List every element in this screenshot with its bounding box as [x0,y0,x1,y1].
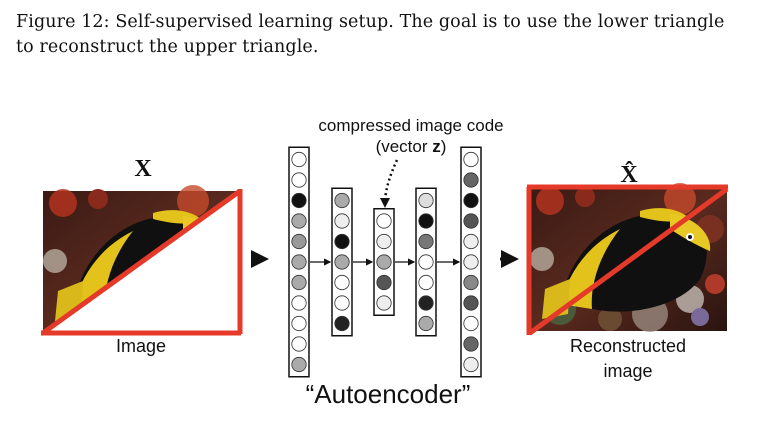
layer-2-node-3 [334,233,350,250]
network-caption: “Autoencoder” [306,379,471,409]
layer-5-node-3 [463,192,479,209]
layer-3-node-1 [376,213,392,229]
layer-1-node-10 [291,336,307,352]
layer-4-node-4 [418,254,434,270]
figure-caption: Figure 12: Self-supervised learning setu… [16,10,756,60]
layer-5-node-8 [463,295,479,311]
layer-3-node-3 [376,254,392,270]
layer-4-node-2 [418,213,434,229]
output-diagonal-line [528,186,729,336]
input-caption: Image [116,336,166,356]
layer-1-node-6 [291,254,307,270]
layer-1-node-7 [291,274,307,291]
layer-5-node-9 [463,315,479,332]
layer-5-node-5 [463,233,479,250]
layer-3-node-2 [376,233,392,250]
layer-1-node-5 [291,233,307,250]
layer-5-node-2 [463,172,479,188]
layer-2-node-4 [334,254,350,270]
layer-4-node-3 [418,233,434,250]
layer-5-node-6 [463,254,479,270]
layer-4-node-6 [418,295,434,311]
output-caption-line-1: Reconstructed [570,336,686,356]
layer-1-node-9 [291,315,307,332]
code-pointer-arrowhead [380,198,390,208]
layer-2-node-5 [334,274,350,291]
output-symbol: X̂ [620,161,638,188]
layer-3-node-4 [376,274,392,291]
layer-1-node-1 [291,151,307,168]
layer-2-node-2 [334,213,350,229]
caption-line-2: to reconstruct the upper triangle. [16,37,319,57]
layer-1-node-11 [291,356,307,373]
layer-1-node-2 [291,172,307,188]
layer-2-node-1 [334,192,350,209]
layer-2-node-6 [334,295,350,311]
layer-1-node-4 [291,213,307,229]
layer-5-node-10 [463,336,479,352]
layer-4-node-1 [418,192,434,209]
layer-5-node-11 [463,356,479,373]
caption-line-1: Figure 12: Self-supervised learning setu… [16,12,725,32]
layer-3-node-5 [376,295,392,311]
layer-5-node-1 [463,151,479,168]
input-diagonal-line [41,188,242,336]
network-layers [288,146,482,378]
code-label-line-2: (vector z) [376,137,447,156]
layer-2-node-7 [334,315,350,332]
layer-4-node-7 [418,315,434,332]
layer-1-node-8 [291,295,307,311]
output-caption-line-2: image [603,361,652,381]
layer-4-node-5 [418,274,434,291]
input-symbol: X [134,156,152,182]
layer-5-node-7 [463,274,479,291]
code-pointer-dotted-line [383,159,399,201]
code-label-line-1: compressed image code [318,116,503,135]
layer-1-node-3 [291,192,307,209]
layer-5-node-4 [463,213,479,229]
